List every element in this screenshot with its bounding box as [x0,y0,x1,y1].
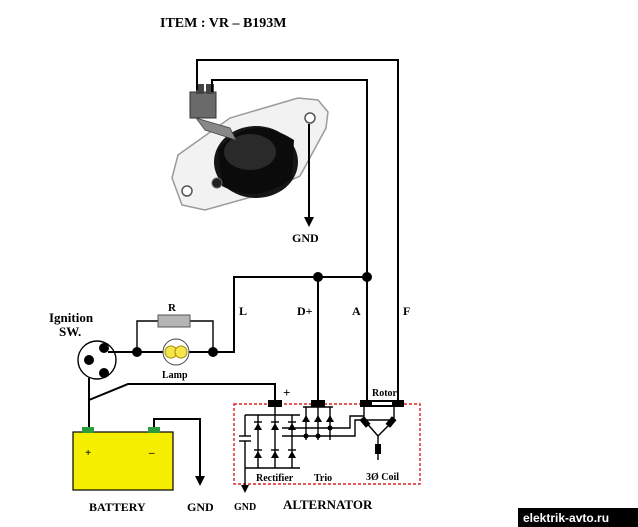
battery [72,431,174,491]
terminal-f-label: F [403,304,410,318]
coil-label: 3Ø Coil [366,472,399,483]
battery-label: BATTERY [89,500,146,514]
battery-plus-label: + [85,447,91,459]
wire-a-top [211,79,368,404]
gnd-top-label: GND [292,231,319,245]
rectifier [245,407,300,469]
gnd-arrow-top [304,217,314,227]
watermark-text: elektrik-avto.ru [523,511,609,525]
terminal-a-label: A [352,304,361,318]
terminal-l-label: L [239,304,247,318]
trio-diodes [282,406,342,440]
capacitor [239,415,251,468]
gnd-arrow-alternator [241,485,249,493]
wire-battery-plus [88,383,276,432]
diagram-title: ITEM : VR – B193M [160,16,287,31]
lamp-label: Lamp [162,370,188,381]
wire-l [213,276,367,353]
rectifier-label: Rectifier [256,473,294,484]
alternator-terminal-plus [268,400,282,407]
trio-label: Trio [314,473,332,484]
alternator-label: ALTERNATOR [283,497,373,512]
voltage-regulator [171,84,329,211]
ignition-label-1: Ignition [49,310,94,325]
resistor-label: R [168,302,177,314]
ignition-label-2: SW. [59,324,81,339]
terminal-dplus-label: D+ [297,304,313,318]
battery-terminal-minus [148,427,160,433]
gnd-alternator-label: GND [234,502,256,513]
plus-label: + [283,385,290,400]
stator-coil [342,404,397,460]
lamp-icon [162,338,190,366]
ignition-switch [77,340,117,380]
junction-a [362,272,372,282]
alternator-terminal-dplus [311,400,325,407]
alternator-box [233,403,421,485]
wire-f-top [196,59,399,404]
wire-battery-gnd [153,418,201,478]
battery-terminal-plus [82,427,94,433]
gnd-arrow-battery [195,476,205,486]
resistor [157,314,191,328]
battery-minus-label: – [148,447,155,459]
rotor-label: Rotor [372,388,398,399]
junction-dplus [313,272,323,282]
gnd-battery-label: GND [187,500,214,514]
watermark: elektrik-avto.ru [518,508,638,527]
